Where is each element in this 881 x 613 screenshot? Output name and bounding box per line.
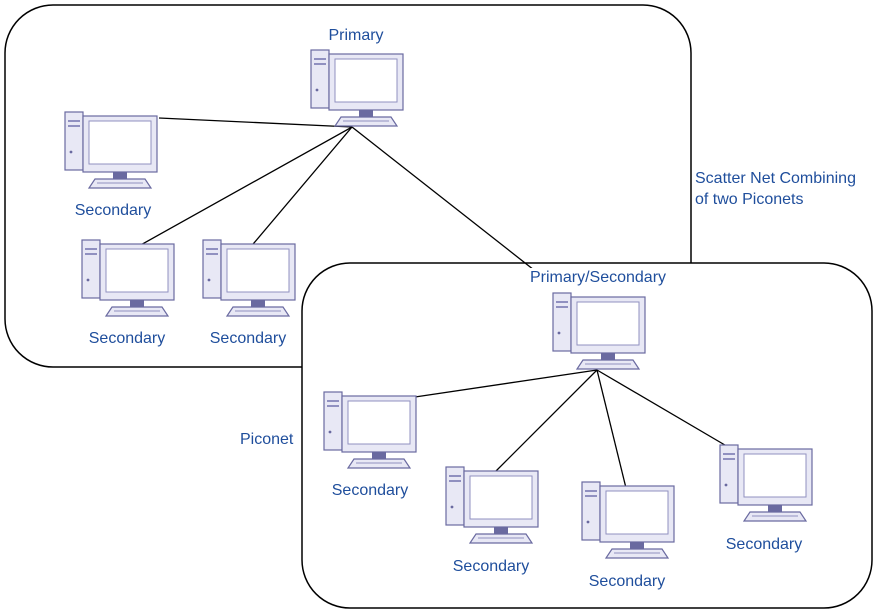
primary-secondary-label: Primary/Secondary: [527, 268, 669, 288]
secondary-label: Secondary: [725, 536, 803, 553]
secondary-label: Secondary: [452, 558, 530, 575]
piconet-1-links: [120, 117, 549, 282]
primary-label: Primary: [328, 27, 384, 44]
secondary-label: Secondary: [209, 330, 287, 347]
scatter-net-caption-line-2: of two Piconets: [695, 191, 804, 208]
secondary-label: Secondary: [588, 573, 666, 590]
scatter-net-caption-line-1: Scatter Net Combining: [695, 170, 856, 187]
piconet-label: Piconet: [240, 431, 294, 448]
piconet-2-boundary: [301, 262, 873, 609]
secondary-label: Secondary: [88, 330, 166, 347]
secondary-label: Secondary: [331, 482, 409, 499]
secondary-label: Secondary: [74, 202, 152, 219]
piconet-2-links: [414, 369, 748, 489]
